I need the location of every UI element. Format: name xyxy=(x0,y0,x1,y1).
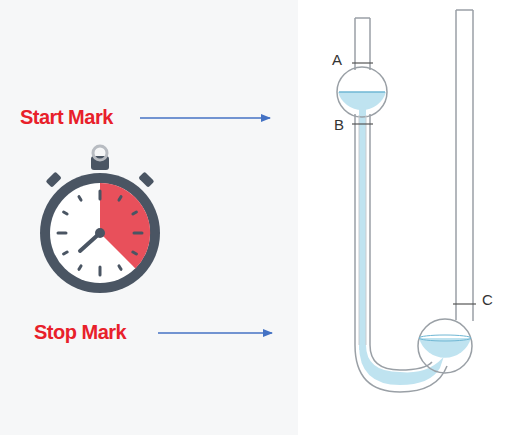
mark-letter: B xyxy=(334,117,344,132)
u-tube-viscometer xyxy=(337,10,476,392)
start-arrow xyxy=(140,117,270,119)
tick-mark xyxy=(58,232,66,235)
start-mark-label: Start Mark xyxy=(20,107,113,127)
mark-letter: C xyxy=(482,292,493,307)
tick-mark xyxy=(64,252,67,254)
tick-mark xyxy=(79,197,81,200)
tick-mark xyxy=(99,267,102,275)
stopwatch xyxy=(40,146,160,293)
tick-mark xyxy=(99,191,102,199)
tick-mark xyxy=(64,212,67,214)
tick-mark xyxy=(134,232,142,235)
white-panel xyxy=(298,0,523,435)
tick-mark xyxy=(133,252,136,254)
mark-letter: A xyxy=(332,52,342,67)
tick-mark xyxy=(133,212,136,214)
tick-mark xyxy=(79,266,81,269)
stop-mark-label: Stop Mark xyxy=(34,322,126,342)
tick-mark xyxy=(119,197,121,200)
tick-mark xyxy=(119,266,121,269)
stop-arrow xyxy=(158,332,272,334)
